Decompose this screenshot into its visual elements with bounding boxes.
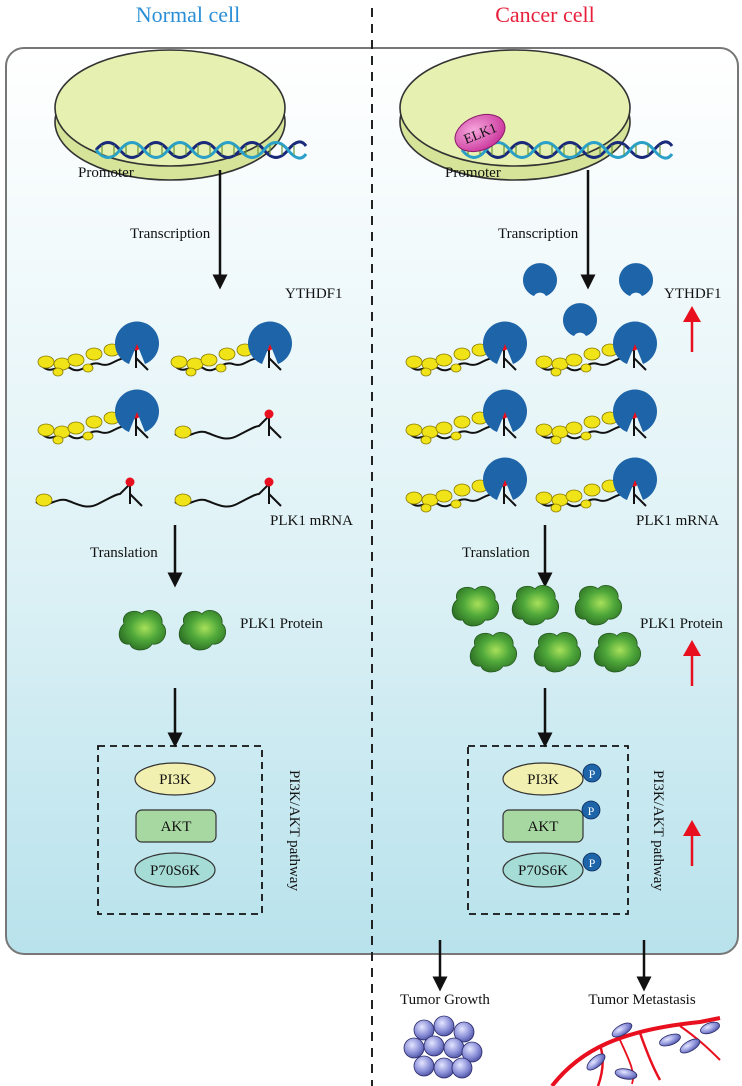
cancer-pi3k-label: PI3K	[527, 772, 559, 788]
cancer-nucleus	[399, 49, 631, 181]
normal-promoter-label: Promoter	[78, 165, 134, 181]
normal-protein-label: PLK1 Protein	[240, 616, 323, 632]
free-ythdf1-icon	[619, 263, 653, 296]
phospho-akt-badge: P	[581, 800, 601, 820]
normal-pathway-box	[97, 745, 263, 915]
normal-p70s6k-label: P70S6K	[150, 863, 200, 879]
free-ythdf1-icon	[523, 263, 557, 296]
phospho-label: P	[589, 856, 596, 870]
normal-nucleus	[54, 49, 286, 181]
free-ythdf1-icon	[563, 303, 597, 336]
cancer-ythdf1-label: YTHDF1	[664, 286, 722, 302]
cancer-pathway-title: PI3K/AKT pathway	[650, 770, 666, 891]
cancer-transcription-label: Transcription	[498, 226, 579, 242]
normal-translation-label: Translation	[90, 545, 158, 561]
cancer-p70s6k-label: P70S6K	[518, 863, 568, 879]
cancer-akt-label: AKT	[528, 819, 559, 835]
cancer-mrna-label: PLK1 mRNA	[636, 513, 719, 529]
tumor-metastasis-label: Tumor Metastasis	[588, 992, 696, 1008]
normal-transcription-label: Transcription	[130, 226, 211, 242]
normal-ythdf1-label: YTHDF1	[285, 286, 343, 302]
metastasis-vessel-icon	[550, 1016, 721, 1086]
elk1-icon: ELK1	[454, 113, 506, 153]
cancer-protein-label: PLK1 Protein	[640, 616, 723, 632]
normal-pi3k-label: PI3K	[159, 772, 191, 788]
cancer-p70s6k-node	[502, 852, 584, 888]
cancer-pathway-box	[467, 745, 629, 915]
cancer-akt-node	[502, 809, 584, 843]
tumor-cluster-icon	[403, 1015, 483, 1079]
normal-pi3k-node	[134, 762, 216, 796]
cancer-translation-label: Translation	[462, 545, 530, 561]
cancer-promoter-label: Promoter	[445, 165, 501, 181]
phospho-p70s6k-badge: P	[582, 852, 602, 872]
normal-p70s6k-node	[134, 852, 216, 888]
header-normal-cell: Normal cell	[136, 2, 240, 27]
normal-akt-label: AKT	[161, 819, 192, 835]
phospho-label: P	[588, 804, 595, 818]
normal-pathway-title: PI3K/AKT pathway	[286, 770, 302, 891]
tumor-growth-label: Tumor Growth	[400, 992, 490, 1008]
header-cancer-cell: Cancer cell	[495, 2, 595, 27]
phospho-pi3k-badge: P	[582, 763, 602, 783]
phospho-label: P	[589, 767, 596, 781]
normal-akt-node	[135, 809, 217, 843]
normal-mrna-label: PLK1 mRNA	[270, 513, 353, 529]
cancer-pi3k-node	[502, 762, 584, 796]
